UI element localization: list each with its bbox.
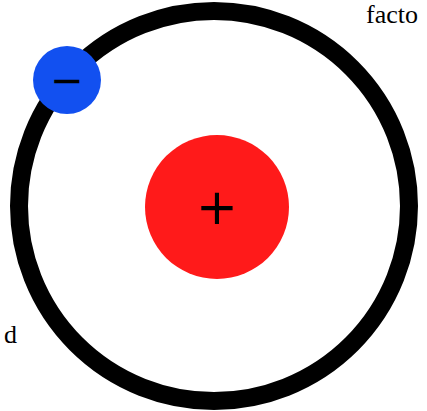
nucleus: + (145, 135, 289, 279)
nucleus-sign: + (196, 182, 238, 232)
electron-sign: − (50, 60, 84, 100)
orbit-ring (19, 11, 409, 401)
text-fragment: d (4, 322, 17, 348)
electron: − (33, 46, 101, 114)
text-fragment: facto (366, 2, 418, 28)
